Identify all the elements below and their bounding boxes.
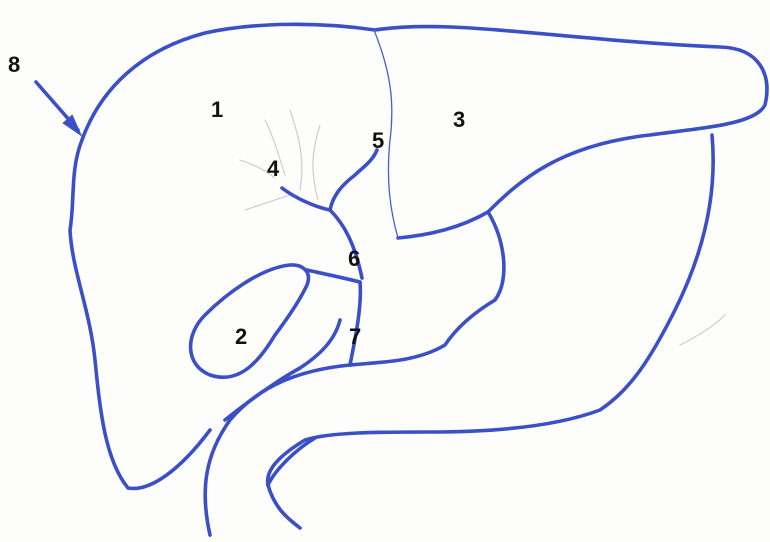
pointer-arrow xyxy=(36,82,80,134)
label-7: 7 xyxy=(349,326,361,348)
label-6: 6 xyxy=(348,248,360,270)
cystic-duct xyxy=(307,270,360,282)
label-4: 4 xyxy=(267,158,279,180)
label-8: 8 xyxy=(8,54,20,76)
left-hepatic-duct xyxy=(330,150,377,210)
duodenum-lower xyxy=(268,485,300,528)
gallbladder xyxy=(191,265,309,377)
lower-lobe-contour xyxy=(268,135,714,485)
liver-left-edge xyxy=(70,140,210,488)
right-hepatic-duct xyxy=(282,188,330,210)
label-3: 3 xyxy=(453,109,465,131)
duodenum-upper xyxy=(205,365,350,535)
label-5: 5 xyxy=(372,130,384,152)
label-1: 1 xyxy=(211,99,223,121)
liver-outline xyxy=(82,24,767,238)
label-2: 2 xyxy=(235,326,247,348)
